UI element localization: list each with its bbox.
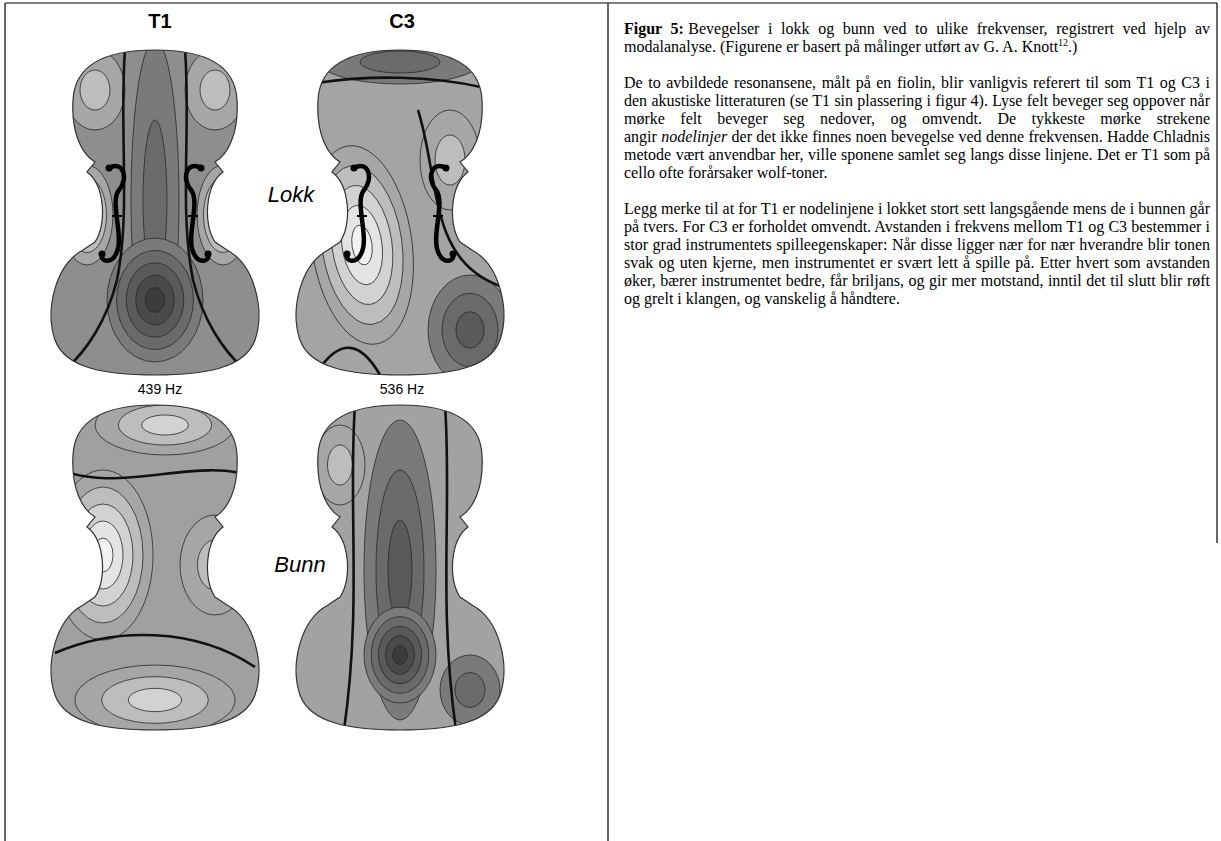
caption-text: 12 (1058, 37, 1068, 48)
contour-field (428, 275, 512, 385)
contour-field (145, 288, 164, 313)
contour-field (210, 190, 236, 240)
contour-field (180, 515, 250, 615)
mode-name: T1 (148, 10, 171, 33)
plate-field (290, 45, 510, 380)
contour-field (388, 520, 412, 620)
contour-field (53, 470, 153, 640)
f-hole (99, 165, 124, 261)
f-hole (186, 165, 211, 261)
nodal-line (67, 50, 125, 368)
contour-field (364, 607, 436, 703)
contour-field (126, 263, 184, 337)
contour-field (102, 677, 209, 724)
contour-field (328, 445, 353, 485)
contour-field (360, 51, 440, 73)
contour-field (117, 250, 194, 349)
contour-field (311, 160, 412, 330)
contour-field (217, 203, 230, 228)
contour-field (63, 487, 143, 623)
contour-field (197, 165, 249, 265)
contour-field (95, 395, 235, 455)
contour-field (61, 165, 113, 265)
contour-field (364, 420, 436, 720)
contour-field (118, 405, 211, 445)
table-border (607, 3, 608, 841)
table-border (4, 3, 5, 841)
contour-field (204, 178, 243, 253)
f-hole (431, 165, 456, 261)
caption-text: Figur 5: (624, 20, 684, 37)
caption-paragraph: Legg merke til at for T1 er nodelinjene … (624, 200, 1210, 308)
nodal-line (55, 635, 255, 667)
contour-field (131, 40, 179, 360)
caption-text: nodelinjer (661, 128, 727, 145)
caption-paragraph: De to avbildede resonansene, målt på en … (624, 74, 1210, 182)
violin-outline (296, 50, 504, 375)
nodal-line (55, 467, 255, 478)
contour-field (371, 617, 429, 694)
contour-field (73, 504, 133, 606)
contour-field (378, 626, 421, 684)
frequency-label: 536 Hz (380, 381, 424, 397)
caption-text: Bevegelser i lokk og bunn ved to ulike f… (624, 20, 1210, 55)
violin-outline (51, 50, 259, 375)
contour-field (80, 70, 110, 110)
contour-field (386, 636, 415, 674)
contour-field (136, 275, 174, 325)
contour-field (198, 540, 233, 590)
table-border (1216, 3, 1217, 543)
caption-text: Legg merke til at for T1 er nodelinjene … (624, 200, 1210, 307)
contour-field (435, 135, 465, 185)
contour-field (68, 178, 107, 253)
contour-field (75, 665, 235, 735)
contour-field (456, 312, 484, 349)
contour-field (455, 673, 485, 708)
nodal-line (300, 78, 500, 92)
contour-field (393, 645, 407, 664)
nodal-line (185, 50, 243, 368)
plate-label: Bunn (274, 552, 325, 578)
caption-text: .) (1068, 38, 1077, 55)
frequency-label: 439 Hz (138, 381, 182, 397)
contour-field (83, 521, 123, 589)
violin-outline (51, 405, 259, 730)
caption-paragraph: Figur 5:Bevegelser i lokk og bunn ved to… (624, 20, 1210, 56)
nodal-line (344, 405, 355, 730)
table-border (5, 2, 1217, 3)
violin-outline (296, 405, 504, 730)
nodal-line (445, 405, 456, 730)
nodal-line (418, 110, 500, 286)
contour-field (200, 70, 230, 110)
violin-plate (45, 395, 265, 735)
contour-field (142, 415, 189, 435)
f-hole (344, 165, 369, 261)
mode-name: C3 (389, 10, 415, 33)
contour-field (128, 688, 181, 711)
violin-plate (45, 40, 265, 380)
contour-field (299, 139, 426, 351)
contour-field (81, 203, 94, 228)
violin-plate (290, 40, 512, 385)
plate-label: Lokk (268, 182, 314, 208)
contour-field (74, 190, 100, 240)
